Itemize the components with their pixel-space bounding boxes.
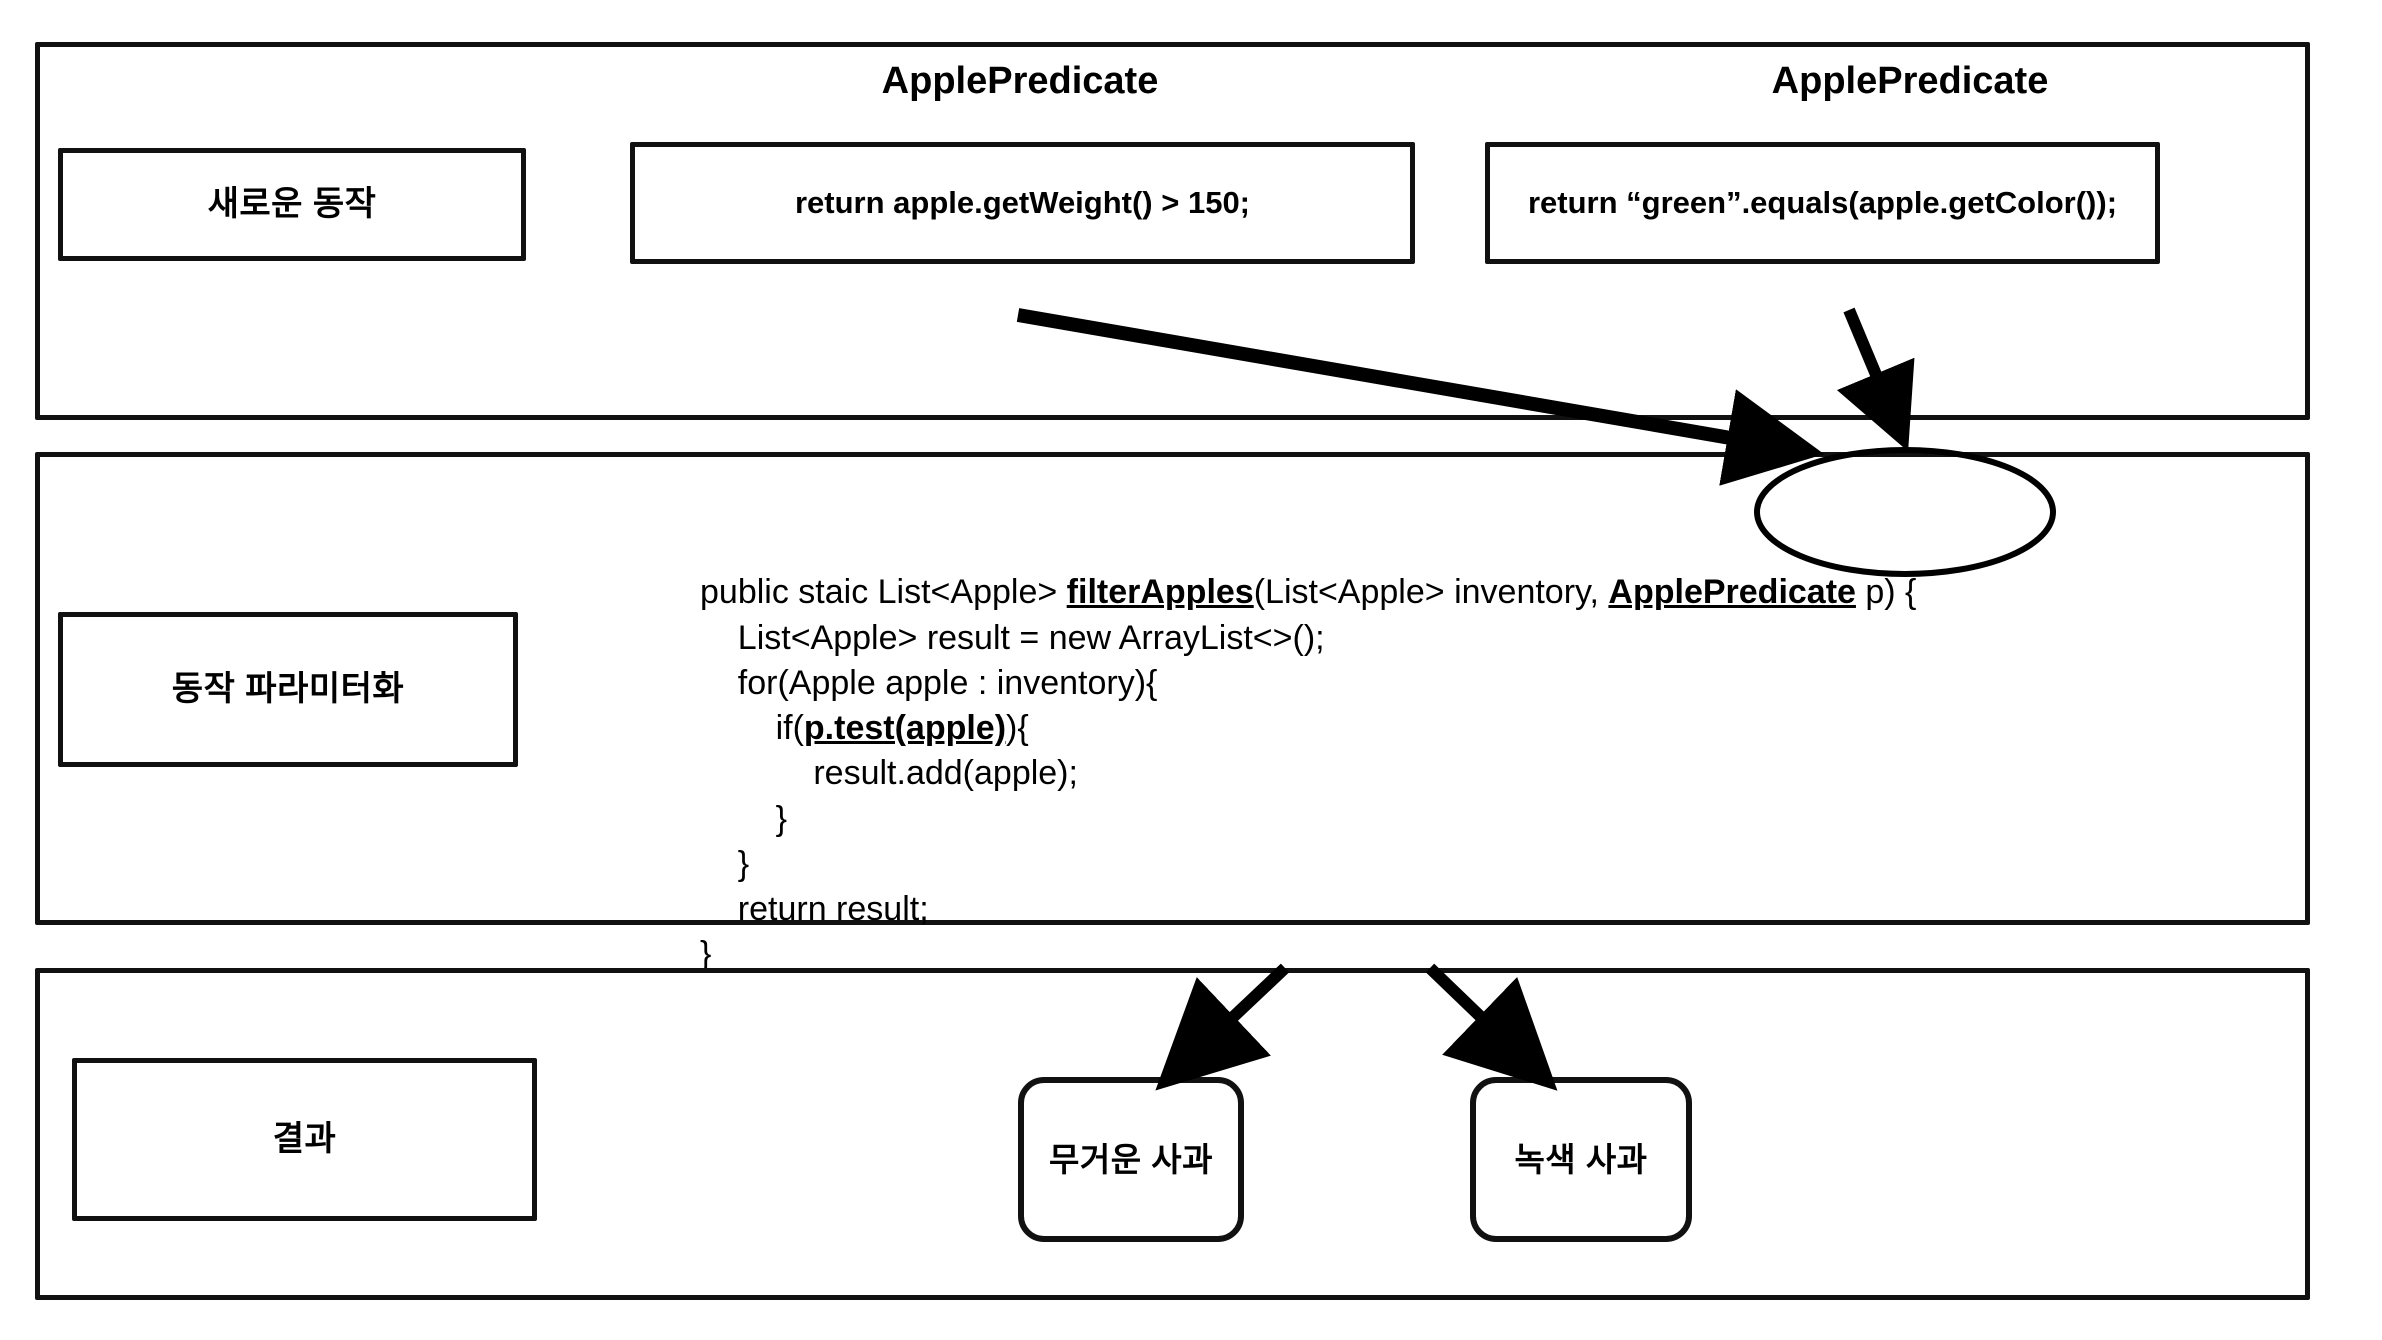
code-line: result.add(apple); — [700, 751, 2200, 796]
result-bubble-green-label: 녹색 사과 — [1514, 1140, 1648, 1178]
new-behavior-label-box: 새로운 동작 — [58, 148, 526, 261]
behavior-parameterization-label-box: 동작 파라미터화 — [58, 612, 518, 767]
filter-apples-code: public staic List<Apple> filterApples(Li… — [700, 480, 2200, 977]
result-label: 결과 — [272, 1120, 337, 1159]
new-behavior-label: 새로운 동작 — [207, 185, 377, 224]
result-bubble-green: 녹색 사과 — [1470, 1077, 1692, 1242]
code-line: return result; — [700, 887, 2200, 932]
code-token: if( — [775, 709, 804, 748]
predicate-code-weight: return apple.getWeight() > 150; — [794, 185, 1251, 221]
code-line: List<Apple> result = new ArrayList<>(); — [700, 616, 2200, 661]
code-token: public staic List<Apple> — [700, 573, 1067, 612]
code-token: (List<Apple> inventory, — [1253, 573, 1609, 612]
code-token: for(Apple apple : inventory){ — [737, 663, 1158, 702]
code-line: } — [700, 797, 2200, 842]
result-bubble-heavy: 무거운 사과 — [1018, 1077, 1244, 1242]
code-token: p) { — [1855, 573, 1917, 612]
code-line: } — [700, 932, 2200, 977]
predicate-caption-color: ApplePredicate — [1771, 60, 2049, 102]
code-token-emphasis: ApplePredicate — [1608, 573, 1856, 612]
code-token: } — [737, 844, 750, 883]
result-label-box: 결과 — [72, 1058, 537, 1221]
code-line: for(Apple apple : inventory){ — [700, 661, 2200, 706]
code-token: } — [700, 935, 712, 974]
code-token: ){ — [1006, 709, 1029, 748]
behavior-parameterization-label: 동작 파라미터화 — [171, 670, 405, 709]
code-token: result.add(apple); — [813, 754, 1078, 793]
predicate-box-color: return “green”.equals(apple.getColor()); — [1485, 142, 2160, 264]
predicate-caption-weight: ApplePredicate — [881, 60, 1159, 102]
predicate-box-weight: return apple.getWeight() > 150; — [630, 142, 1415, 264]
code-token: } — [775, 799, 787, 838]
predicate-code-color: return “green”.equals(apple.getColor()); — [1527, 185, 2118, 221]
code-token-emphasis: filterApples — [1066, 573, 1254, 612]
code-line: public staic List<Apple> filterApples(Li… — [700, 570, 2200, 615]
code-token: return result; — [737, 889, 929, 928]
code-token-emphasis: p.test(apple) — [803, 709, 1007, 748]
code-token: List<Apple> result = new ArrayList<>(); — [737, 618, 1325, 657]
code-line: if(p.test(apple)){ — [700, 706, 2200, 751]
result-bubble-heavy-label: 무거운 사과 — [1049, 1140, 1213, 1178]
code-line: } — [700, 842, 2200, 887]
